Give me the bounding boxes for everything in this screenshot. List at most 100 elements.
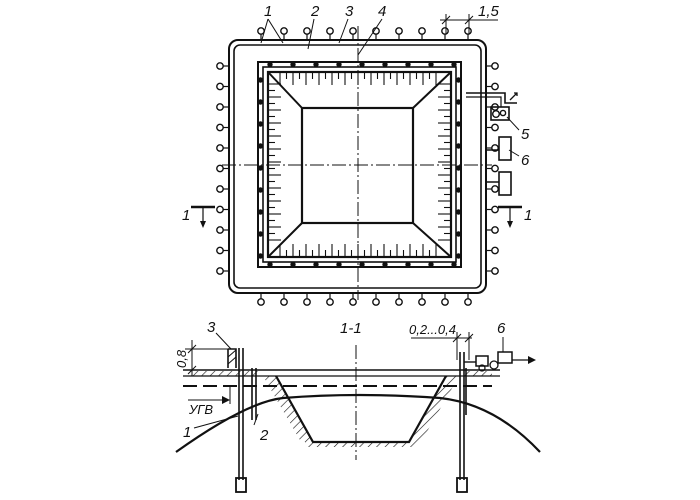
wellpoint (491, 62, 499, 70)
wellpoint (326, 298, 334, 306)
inner-dot (257, 165, 264, 171)
wellpoint (491, 246, 499, 255)
label-section-6: 6 (497, 320, 506, 337)
inner-dot (336, 61, 342, 68)
equipment-box-lower (498, 171, 512, 196)
discharge-arrow-head (528, 356, 536, 364)
wellpoint (280, 27, 288, 35)
inner-dot (455, 77, 462, 83)
label-ugv: УГВ (188, 402, 213, 417)
inner-dot (313, 61, 319, 68)
inner-dot (257, 209, 264, 215)
section-pump-body (497, 351, 513, 364)
inner-dot (257, 253, 264, 259)
inner-dot (455, 253, 462, 259)
inner-dot (290, 61, 296, 68)
inner-dot (257, 121, 264, 127)
excavation-bottom-hatch (305, 442, 417, 447)
label-2: 2 (310, 3, 320, 20)
slope-corner-bl (267, 222, 303, 258)
section-pump (464, 351, 536, 372)
wellpoint (216, 205, 224, 214)
section-leader-lines (193, 332, 504, 429)
ground-hatch-left (190, 371, 258, 376)
label-1: 1 (264, 3, 272, 20)
inner-dot (267, 61, 273, 68)
wellpoint (418, 298, 426, 306)
inner-dot (455, 165, 462, 171)
offset-dimension (411, 332, 474, 360)
section-marker-right (498, 205, 522, 228)
label-offset: 0,2...0,4 (409, 322, 456, 337)
wellpoint (418, 27, 426, 35)
wellpoint (395, 27, 403, 35)
inner-well-left (251, 368, 257, 420)
inner-dot (455, 231, 462, 237)
wellpoint (491, 267, 499, 275)
inner-dot (359, 61, 365, 68)
wellpoint-right (456, 352, 468, 493)
slope-corner-tl (267, 71, 303, 109)
label-section-1: 1 (183, 424, 191, 441)
wellpoint (464, 298, 472, 306)
label-4: 4 (378, 3, 386, 20)
plan-view: 1 2 3 4 1,5 5 6 1 1 (182, 3, 532, 306)
label-height: 0,8 (174, 349, 189, 368)
wellpoint (441, 27, 449, 35)
inner-wellpoints (257, 61, 462, 268)
collector-left (227, 348, 237, 368)
wellpoint (491, 226, 499, 234)
wellpoint (216, 164, 224, 173)
section-title: 1-1 (340, 320, 362, 337)
inner-dot (313, 261, 319, 268)
wellpoint (216, 82, 224, 91)
wellpoint (349, 27, 357, 35)
label-section-left: 1 (182, 207, 190, 224)
inner-dot (257, 187, 264, 193)
pump-unit (466, 92, 518, 121)
inner-dot (257, 143, 264, 149)
slope-corner-tr (412, 71, 452, 109)
wellpoint (303, 298, 311, 306)
pump-motor (492, 109, 501, 118)
outer-wellpoints (216, 27, 499, 306)
inner-dot (382, 261, 388, 268)
label-section-right: 1 (524, 207, 532, 224)
wellpoint (216, 144, 224, 152)
inner-dot (405, 261, 411, 268)
pump-discharge-arrow (509, 92, 518, 101)
wellpoint (216, 185, 224, 193)
inner-dot (455, 143, 462, 149)
inner-dot (428, 261, 434, 268)
wellpoint (491, 164, 499, 173)
label-6: 6 (521, 152, 530, 169)
inner-dot (359, 261, 365, 268)
inner-dot (290, 261, 296, 268)
excavation-slope-right-hatch (409, 376, 459, 442)
equipment-box-upper (498, 136, 512, 161)
wellpoint (303, 27, 311, 35)
inner-dot (455, 99, 462, 105)
wellpoint (441, 298, 449, 306)
wellpoint (349, 298, 357, 306)
wellpoint (257, 27, 265, 35)
excavation-slope-left-hatch (263, 376, 313, 442)
label-section-2: 2 (259, 427, 269, 444)
label-spacing: 1,5 (478, 3, 500, 20)
wellpoint (464, 27, 472, 35)
slope-corner-br (412, 222, 452, 258)
inner-dot (257, 231, 264, 237)
height-dimension (185, 340, 230, 376)
inner-dot (455, 187, 462, 193)
wellpoint-left (235, 348, 247, 493)
depression-curve (175, 393, 541, 453)
inner-dot (428, 61, 434, 68)
wellpoint (216, 103, 224, 111)
inner-dot (451, 61, 457, 68)
spacing-dimension (440, 14, 498, 34)
ugv-marker (188, 386, 231, 404)
wellpoint (326, 27, 334, 35)
wellpoint (216, 267, 224, 275)
inner-dot (455, 121, 462, 127)
